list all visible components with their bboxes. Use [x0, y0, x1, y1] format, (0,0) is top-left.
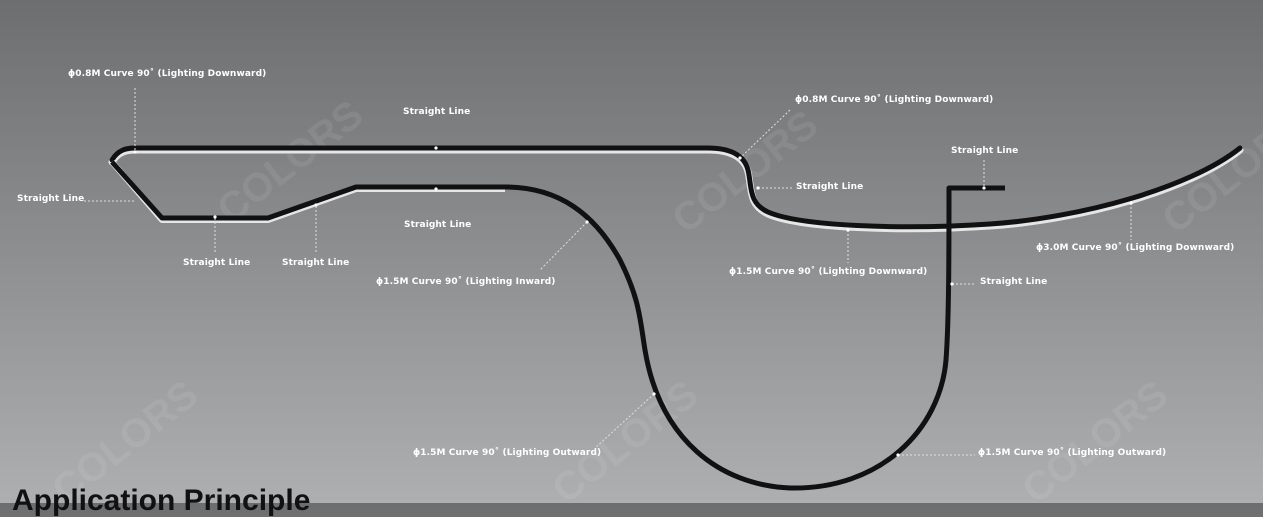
- label-straight-middle: Straight Line: [404, 220, 472, 230]
- label-straight-far-right: Straight Line: [951, 146, 1019, 156]
- marker-dots: [133, 146, 1133, 457]
- label-straight-bottom-left: Straight Line: [183, 258, 251, 268]
- diagram-stage: COLORS COLORS COLORS COLORS COLORS COLOR…: [12, 69, 1244, 516]
- label-curve-15-outward-right: ϕ1.5M Curve 90˚ (Lighting Outward): [978, 448, 1167, 458]
- section-heading: Application Principle: [12, 484, 311, 517]
- label-straight-top: Straight Line: [403, 107, 471, 117]
- track-u-curve: [504, 184, 1005, 491]
- leader-lines: [84, 88, 1132, 456]
- track-left-loop: [110, 160, 505, 221]
- label-curve-08-right: ϕ0.8M Curve 90˚ (Lighting Downward): [795, 95, 994, 105]
- label-straight-sbend: Straight Line: [796, 182, 864, 192]
- label-straight-left: Straight Line: [17, 194, 85, 204]
- label-curve-30-downward: ϕ3.0M Curve 90˚ (Lighting Downward): [1036, 243, 1235, 253]
- track-upper: [109, 145, 1243, 230]
- track-left-loop-light: [109, 160, 505, 223]
- track-diagram: [84, 88, 1244, 491]
- label-straight-vertical: Straight Line: [980, 277, 1048, 287]
- label-curve-15-downward: ϕ1.5M Curve 90˚ (Lighting Downward): [729, 267, 928, 277]
- label-curve-08-left: ϕ0.8M Curve 90˚ (Lighting Downward): [68, 69, 267, 79]
- label-curve-15-inward: ϕ1.5M Curve 90˚ (Lighting Inward): [376, 277, 556, 287]
- label-curve-15-outward-left: ϕ1.5M Curve 90˚ (Lighting Outward): [413, 448, 602, 458]
- label-straight-diagonal: Straight Line: [282, 258, 350, 268]
